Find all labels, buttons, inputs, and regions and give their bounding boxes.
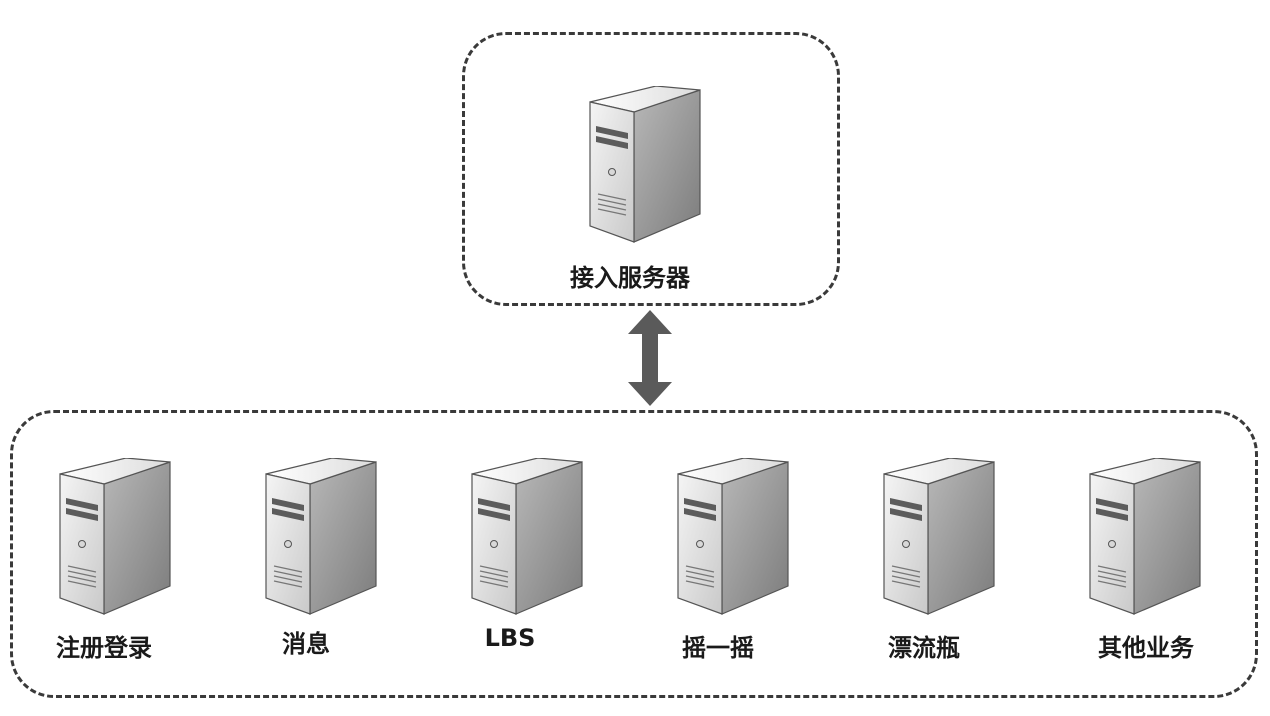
server-drift-bottle-label: 漂流瓶 — [888, 634, 960, 662]
access-server-label: 接入服务器 — [570, 264, 690, 292]
server-other-business-icon — [1086, 458, 1206, 618]
server-message-label: 消息 — [282, 630, 330, 658]
server-lbs-icon — [468, 458, 588, 618]
server-shake-icon — [674, 458, 794, 618]
access-server-icon — [586, 86, 706, 246]
double-arrow-icon — [628, 310, 672, 406]
access-server-group — [462, 32, 840, 306]
server-message-icon — [262, 458, 382, 618]
business-server-group — [10, 410, 1258, 698]
server-drift-bottle-icon — [880, 458, 1000, 618]
server-other-business-label: 其他业务 — [1098, 634, 1194, 662]
server-register-login-icon — [56, 458, 176, 618]
server-lbs-label: LBS — [484, 624, 536, 652]
server-shake-label: 摇一摇 — [682, 634, 754, 662]
server-register-login-label: 注册登录 — [56, 634, 152, 662]
